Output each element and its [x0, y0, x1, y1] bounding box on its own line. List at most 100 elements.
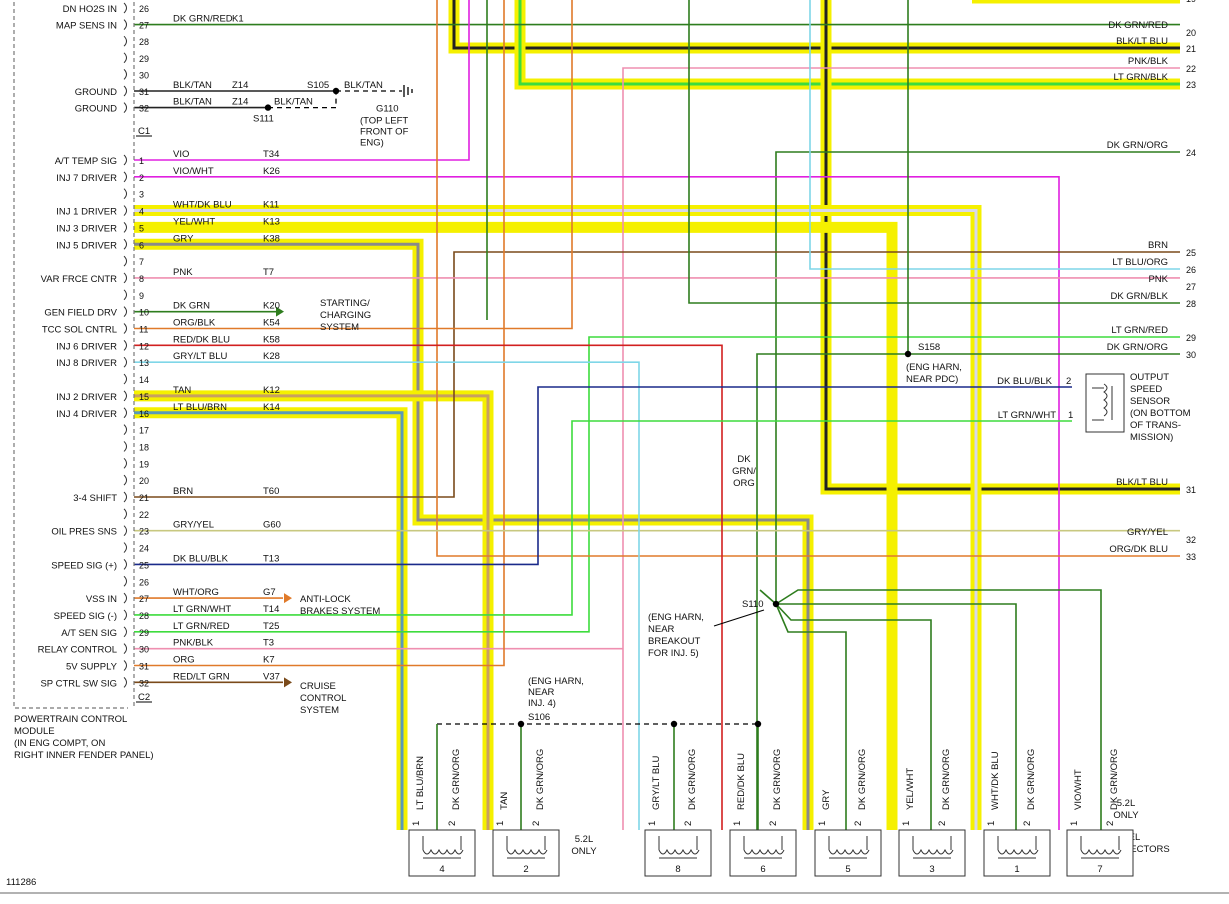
wire-inj5-gry-halo	[134, 238, 814, 830]
coil-icon	[997, 836, 1039, 859]
c2-circuit-code: K20	[263, 301, 280, 312]
c2-pin-number: 22	[139, 510, 149, 520]
c2-wire-color: WHT/ORG	[173, 587, 219, 598]
ground-g110-note: (TOP LEFT	[360, 116, 408, 127]
c2-pin-label: INJ 8 DRIVER	[56, 358, 117, 369]
c2-pin-number: 30	[139, 645, 149, 655]
c2-pin-number: 32	[139, 678, 149, 688]
c2-pin-number: 10	[139, 308, 149, 318]
c2-pin-number: 15	[139, 392, 149, 402]
right-wire-color: BRN	[1148, 240, 1168, 251]
wire-inj5-gry	[134, 242, 810, 830]
injector-pin-2: 2	[768, 821, 779, 826]
injector-wire-1: YEL/WHT	[905, 768, 916, 810]
c2-circuit-code: T25	[263, 621, 279, 632]
c2-pin-label: INJ 2 DRIVER	[56, 392, 117, 403]
injector-pin-1: 1	[411, 821, 422, 826]
c2-pin-number: 28	[139, 611, 149, 621]
injector-number: 5	[845, 864, 850, 875]
right-wire-color: BLK/LT BLU	[1116, 36, 1168, 47]
connector-c2-label: C2	[138, 692, 150, 703]
c2-pin-label: INJ 4 DRIVER	[56, 409, 117, 420]
c2-pin-label: 3-4 SHIFT	[73, 493, 117, 504]
pin-terminal	[123, 69, 127, 80]
sensor-pin2-wire: DK BLU/BLK	[997, 376, 1053, 387]
splice-s158-dot	[904, 350, 912, 358]
injector-pin-2: 2	[1105, 821, 1116, 826]
injector-wire-2: DK GRN/ORG	[941, 749, 952, 810]
c2-pin-label: RELAY CONTROL	[38, 645, 117, 656]
pcm-title: MODULE	[14, 726, 55, 737]
pin-terminal	[123, 339, 127, 351]
speed-sensor-body	[1085, 373, 1125, 433]
splice-s158-label: S158	[918, 342, 940, 353]
c2-pin-label: A/T SEN SIG	[61, 628, 117, 639]
right-cavity-number: 23	[1186, 80, 1196, 90]
c2-pin-label: 5V SUPPLY	[66, 662, 118, 673]
pin-terminal	[123, 238, 127, 250]
cruise-label: SYSTEM	[300, 705, 339, 716]
c2-wire-color: GRY	[173, 233, 194, 244]
cruise-label: CRUISE	[300, 681, 336, 692]
c2-pin-label: GEN FIELD DRV	[44, 308, 117, 319]
c2-circuit-code: K7	[263, 655, 275, 666]
c1-pin-number: 27	[139, 21, 149, 31]
c2-pin-label: TCC SOL CNTRL	[42, 325, 117, 336]
coil-icon	[828, 836, 870, 859]
pin-terminal	[123, 457, 127, 469]
wire-gry-lt-blu-inj8	[134, 361, 640, 830]
only-52l-right: ONLY	[1113, 810, 1139, 821]
splice-s105-label: S105	[307, 80, 329, 91]
pin-terminal	[123, 643, 127, 655]
right-wire-color: DK GRN/RED	[1108, 20, 1168, 31]
splice-s106-note: INJ. 4)	[528, 698, 556, 709]
wire-dk-grn-org-24	[775, 151, 1180, 604]
c2-circuit-code: K54	[263, 318, 280, 329]
c2-wire-color: ORG	[173, 655, 195, 666]
injector-number: 6	[760, 864, 765, 875]
right-cavity-number: 28	[1186, 299, 1196, 309]
pin-terminal	[123, 356, 127, 368]
starting-charging-label: SYSTEM	[320, 322, 359, 333]
wire-vio-wht-inj7	[134, 176, 1060, 830]
wire-brn-25	[134, 251, 1180, 498]
injector-wire-1: GRY/LT BLU	[651, 755, 662, 810]
injector-pin-1: 1	[817, 821, 828, 826]
c2-pin-label: VAR FRCE CNTR	[41, 274, 117, 285]
right-wire-color: GRY/YEL	[1127, 527, 1168, 538]
injector-pin-1: 1	[647, 821, 658, 826]
splice-s106-note: (ENG HARN,	[528, 676, 584, 687]
c2-circuit-code: G7	[263, 587, 276, 598]
right-wire-color: DK GRN/BLK	[1110, 291, 1168, 302]
antilock-label: BRAKES SYSTEM	[300, 606, 380, 617]
injector-pin-2: 2	[853, 821, 864, 826]
splice-dot	[754, 720, 762, 728]
wire-dk-grn-org-30	[756, 353, 1180, 830]
injector-pin-1: 1	[1069, 821, 1080, 826]
c2-pin-label: INJ 1 DRIVER	[56, 207, 117, 218]
right-cavity-number: 24	[1186, 148, 1196, 158]
c2-circuit-code: K26	[263, 166, 280, 177]
c1-pin-number: 30	[139, 70, 149, 80]
pin-terminal	[123, 390, 127, 402]
c1-circuit-code: K1	[232, 14, 244, 25]
injector-pin-1: 1	[495, 821, 506, 826]
injector-2	[492, 829, 560, 877]
injector-wire-1: GRY	[821, 789, 832, 810]
wire-dk-grn-blk-28	[688, 0, 1180, 304]
right-cavity-number: 27	[1186, 282, 1196, 292]
c2-circuit-code: K12	[263, 385, 280, 396]
sensor-pin1: 1	[1068, 410, 1073, 421]
pcm-title: POWERTRAIN CONTROL	[14, 714, 127, 725]
c2-circuit-code: K13	[263, 216, 280, 227]
pin-terminal	[123, 508, 127, 520]
pin-terminal	[123, 85, 127, 97]
wire-s110-branch	[759, 589, 777, 605]
pin-terminal	[123, 52, 127, 64]
c2-circuit-code: G60	[263, 520, 281, 531]
injector-wire-2: DK GRN/ORG	[772, 749, 783, 810]
pin-terminal	[123, 575, 127, 587]
coil-icon	[743, 836, 785, 859]
splice-s111-dot	[264, 104, 272, 111]
